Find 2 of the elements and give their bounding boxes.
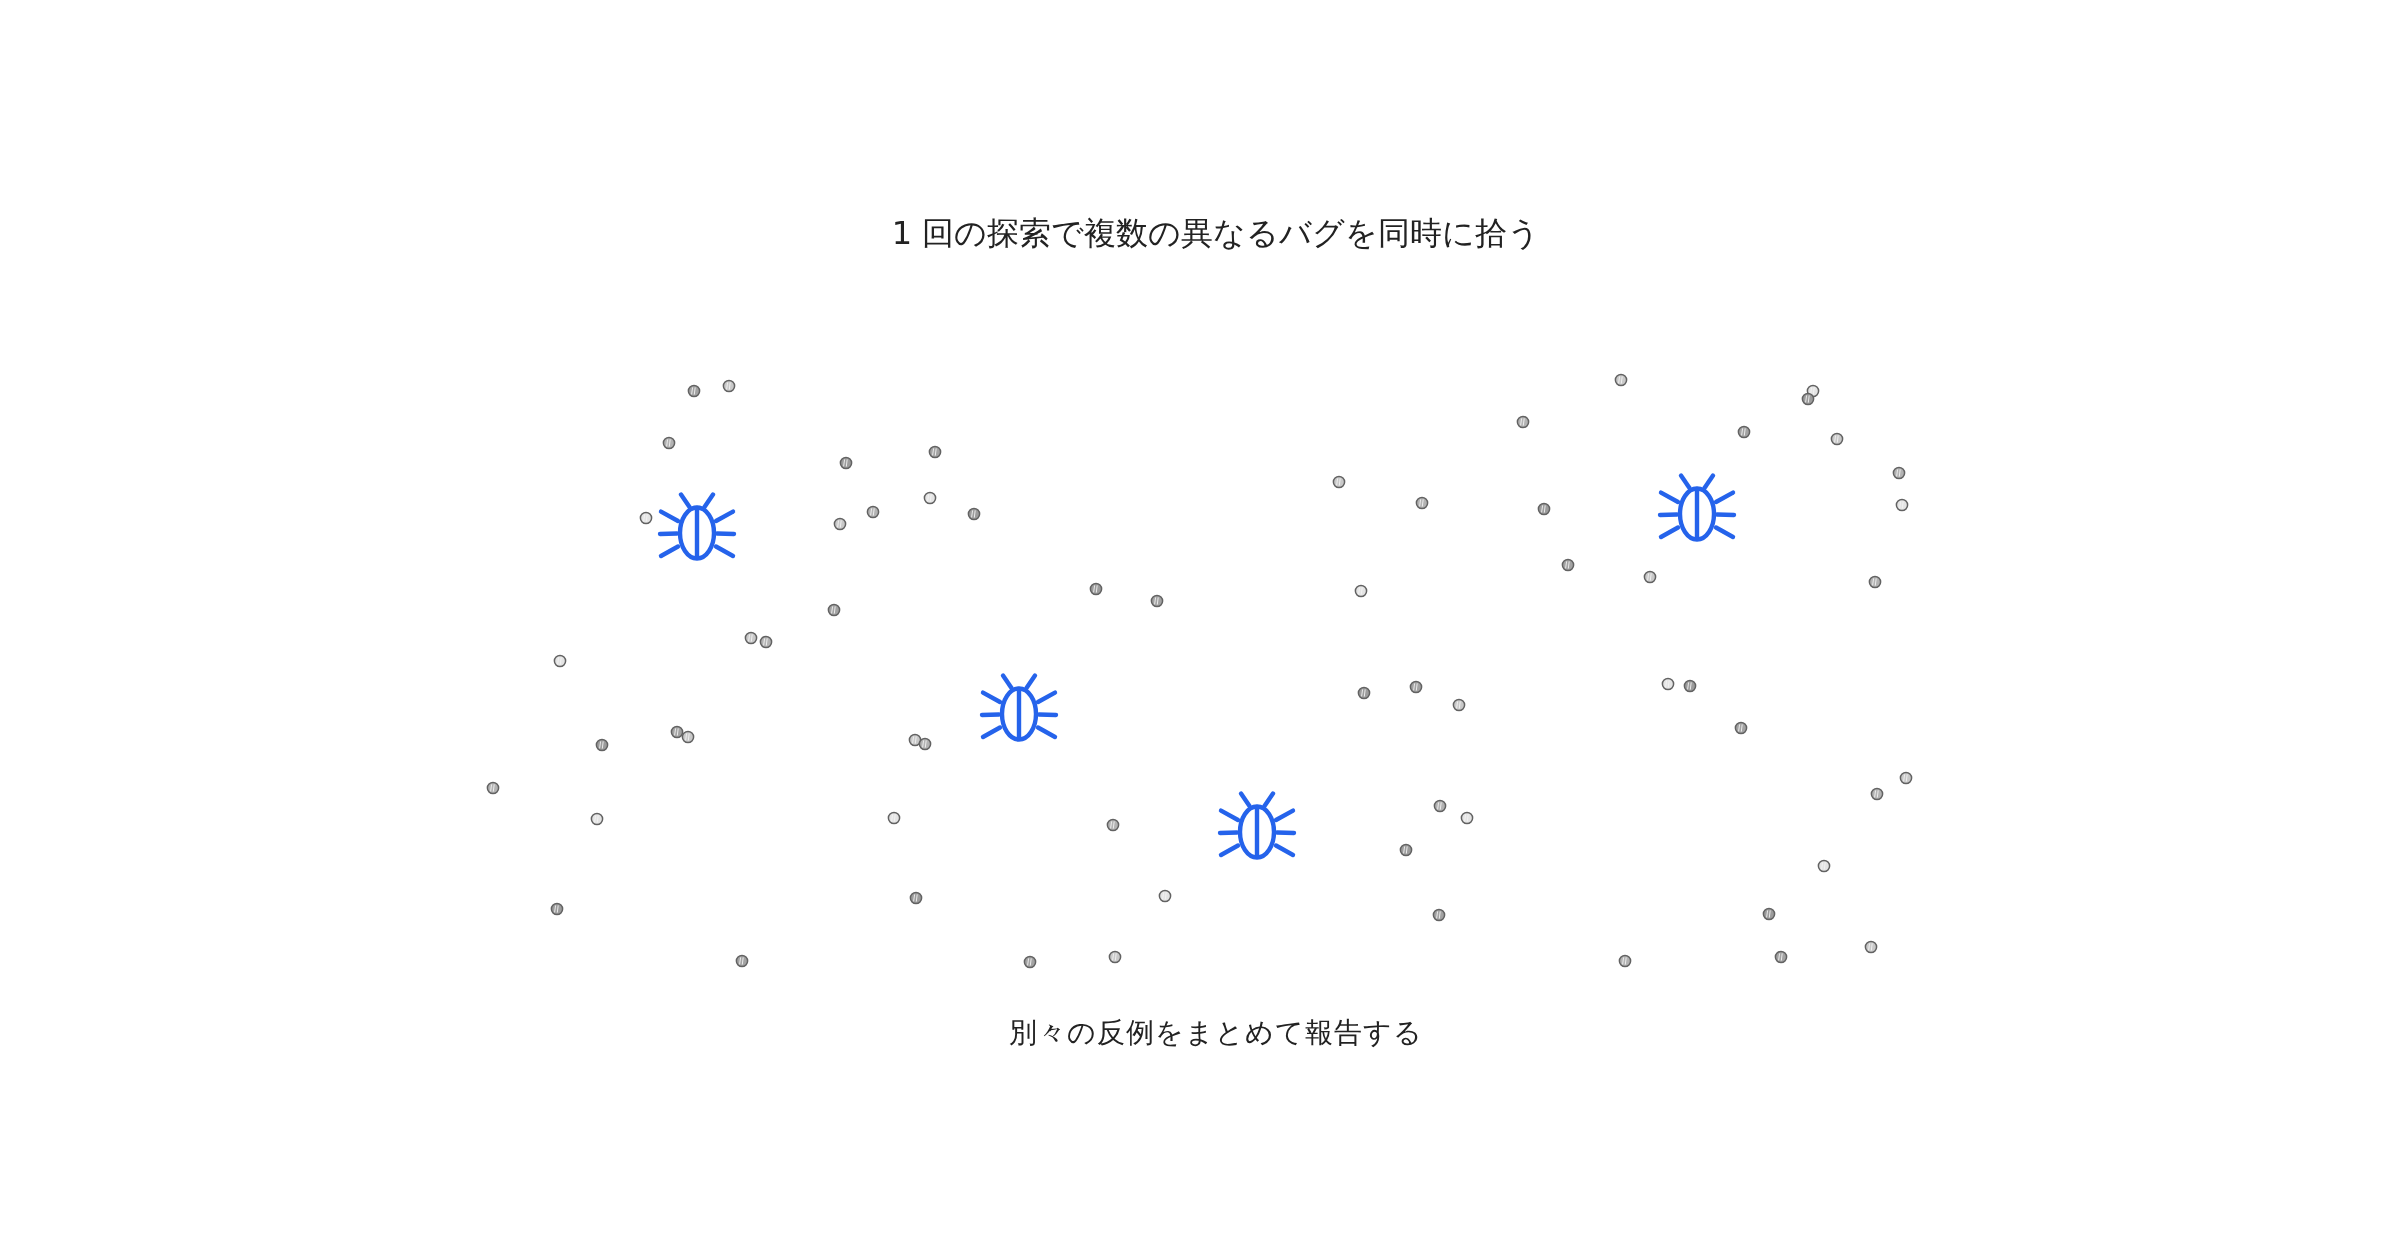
diagram-title: 1 回の探索で複数の異なるバグを同時に拾う (891, 213, 1541, 253)
diagram-caption: 別々の反例をまとめて報告する (1009, 1014, 1423, 1050)
